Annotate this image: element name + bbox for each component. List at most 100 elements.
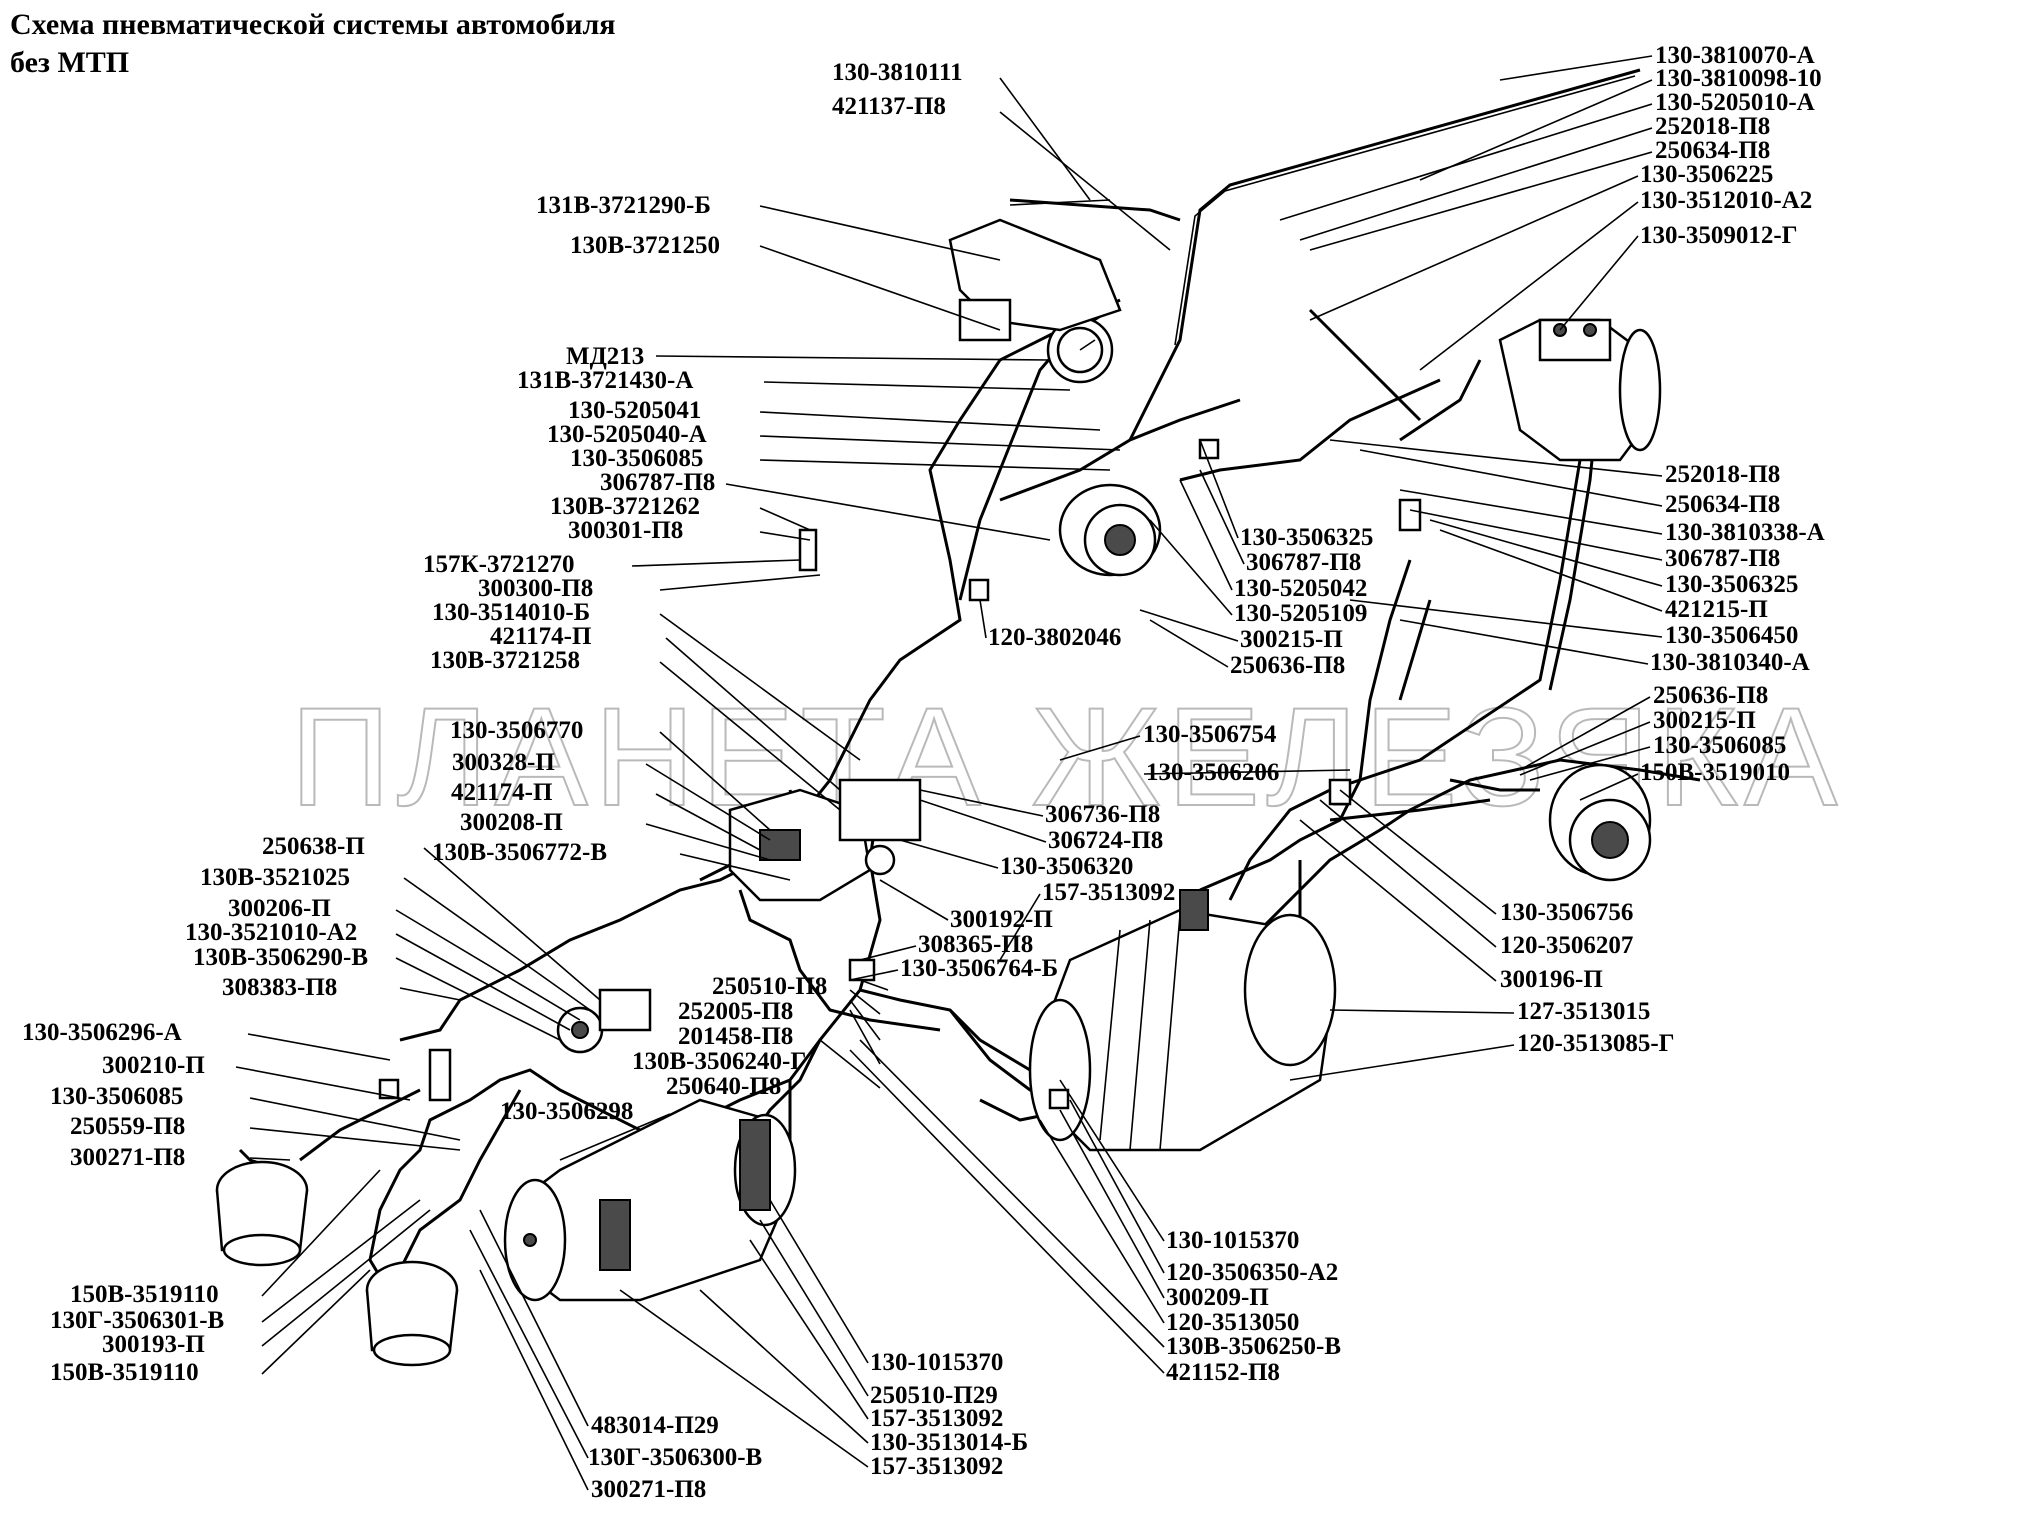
callout-label: 300328-П [452, 749, 555, 776]
leader-line [679, 853, 791, 881]
valve [556, 988, 652, 1054]
page-title: Схема пневматической системы автомобиля … [10, 8, 616, 79]
callout-label: 127-3513015 [1517, 998, 1650, 1025]
callout-label: 130-5205040-А [547, 421, 707, 448]
leader-line [1349, 599, 1663, 638]
callout-label: 131В-3721430-А [517, 367, 693, 394]
callout-label: 157-3513092 [1042, 879, 1175, 906]
leader-line [559, 1113, 671, 1161]
callout-label: 300271-П8 [591, 1476, 706, 1503]
callout-label: 306736-П8 [1045, 801, 1160, 828]
leader-line [261, 1199, 421, 1323]
callouts-left: 130-3810111 421137-П8 131В-3721290-Б 130… [22, 59, 963, 1503]
leader-line [919, 799, 1047, 843]
leader-line [1559, 235, 1639, 331]
leader-line [665, 637, 841, 791]
callout-label: 300206-П [228, 895, 331, 922]
leader-line [235, 1066, 411, 1101]
leader-line [759, 531, 811, 541]
leader-line [1499, 55, 1653, 81]
callout-label: 308383-П8 [222, 974, 337, 1001]
leader-line [849, 999, 881, 1041]
leader-line [1039, 1119, 1165, 1324]
callout-label: 250510-П8 [712, 973, 827, 1000]
leader-line [1439, 529, 1663, 612]
leader-line [261, 1169, 381, 1297]
callout-label: 120-3506350-А2 [1166, 1259, 1338, 1286]
leader-line [645, 763, 771, 841]
callout-label: 130-3810111 [832, 59, 963, 86]
leader-line [1409, 509, 1663, 561]
leader-line [395, 909, 581, 1021]
callout-label: 130-3521010-А2 [185, 919, 357, 946]
callout-label: 130-3506085 [50, 1083, 183, 1110]
leader-line [819, 1039, 881, 1089]
brake-chamber [1058, 483, 1162, 577]
leader-line [1519, 721, 1651, 776]
leader-line [759, 1219, 869, 1397]
leader-line [261, 1269, 371, 1375]
callout-label: 252005-П8 [678, 998, 793, 1025]
callout-label: 130-3810070-А [1655, 42, 1815, 69]
callout-label: 250634-П8 [1665, 491, 1780, 518]
leader-line [1339, 789, 1497, 915]
leader-line [759, 459, 1111, 471]
callout-label: 250559-П8 [70, 1113, 185, 1140]
callout-label: 131В-3721290-Б [536, 192, 711, 219]
callout-label: МД213 [566, 343, 644, 370]
leader-line [1059, 735, 1141, 761]
leader-line [1309, 151, 1653, 251]
callout-label: 130В-3721262 [550, 493, 700, 520]
callout-label: 308365-П8 [918, 931, 1033, 958]
fittings [378, 438, 1422, 1110]
leader-line [763, 381, 1071, 391]
leader-line [659, 731, 771, 831]
leader-line [1059, 1109, 1165, 1299]
leader-line [759, 205, 1001, 261]
callout-label: 157К-3721270 [423, 551, 574, 578]
leader-line [619, 1289, 869, 1468]
leader-line [759, 245, 1001, 331]
leader-line [1359, 449, 1663, 507]
leader-line [631, 559, 801, 567]
leader-line [395, 933, 571, 1031]
leader-line [399, 987, 461, 1001]
callout-label: 130-3506225 [1640, 161, 1773, 188]
leader-line [849, 989, 881, 1015]
callout-label: 130-3509012-Г [1640, 222, 1798, 249]
callout-label: 120-3802046 [988, 624, 1121, 651]
leader-line [1319, 799, 1497, 948]
leader-line [979, 599, 987, 639]
leader-line [999, 111, 1171, 251]
callout-label: 306724-П8 [1048, 827, 1163, 854]
leader-line [1529, 746, 1651, 781]
callout-label: 300301-П8 [568, 517, 683, 544]
leader-line [1419, 79, 1653, 181]
callout-label: 130-1015370 [1166, 1227, 1299, 1254]
callout-label: 250636-П8 [1230, 652, 1345, 679]
leader-line [1579, 773, 1639, 801]
callout-label: 306787-П8 [1665, 545, 1780, 572]
callout-label: 250636-П8 [1653, 682, 1768, 709]
callout-label: 130В-3721258 [430, 647, 580, 674]
callout-label: 421137-П8 [832, 93, 946, 120]
callout-label: 300192-П [950, 906, 1053, 933]
leader-line [1309, 175, 1639, 321]
leader-line [659, 661, 841, 811]
air-tank [503, 1098, 797, 1302]
callout-label: 130Г-3506301-В [50, 1307, 224, 1334]
callout-label: 300193-П [102, 1331, 205, 1358]
leader-line [1069, 1099, 1165, 1274]
leader-line [725, 483, 1051, 541]
leader-line [849, 969, 899, 981]
leader-line [999, 893, 1041, 961]
callout-label: 130В-3506240-Г [632, 1048, 806, 1075]
leader-line [1279, 103, 1653, 221]
callout-label: 483014-П29 [591, 1412, 719, 1439]
callout-label: 130-3514010-Б [432, 599, 590, 626]
leader-line [999, 77, 1091, 201]
pressure-gauge [1046, 316, 1114, 384]
leader-line [479, 1209, 589, 1427]
leader-line [699, 1289, 869, 1444]
leader-line [1199, 469, 1245, 565]
